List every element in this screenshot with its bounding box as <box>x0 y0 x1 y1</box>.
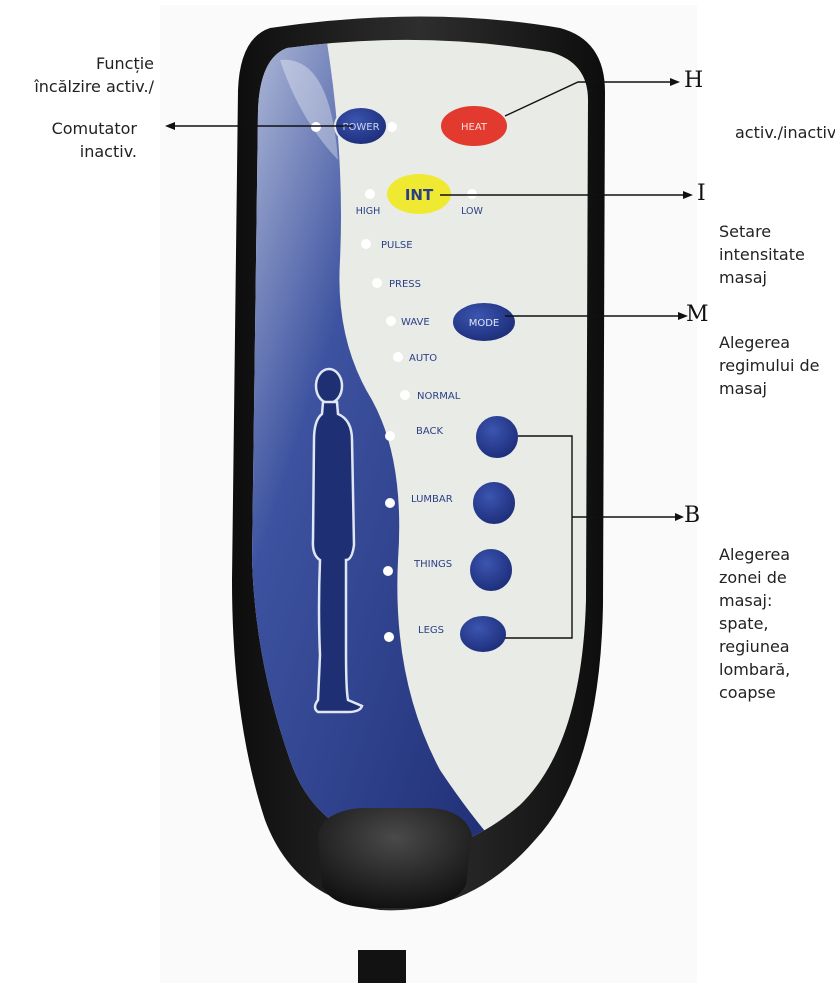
power-button-label: POWER <box>342 122 379 133</box>
intensity-annotation: Setare intensitate masaj <box>719 220 805 289</box>
heat-button-label: HEAT <box>461 122 488 133</box>
intensity-low-label: LOW <box>461 206 483 217</box>
zone-label-back: BACK <box>416 426 444 437</box>
cut-letter-mode: M <box>686 302 709 327</box>
cut-letter-zone: B <box>684 503 700 528</box>
heat-toggle-annotation: activ./inactiv <box>735 121 835 144</box>
heat-function-annotation: Funcție încălzire activ./ <box>0 52 154 98</box>
power-switch-annotation: Comutator inactiv. <box>0 117 137 163</box>
zone-label-things: THINGS <box>413 559 452 570</box>
mode-button-label: MODE <box>469 318 500 329</box>
back-zone-button[interactable] <box>475 415 519 459</box>
cable <box>358 950 406 983</box>
zone-annotation: Alegerea zonei de masaj: spate, regiunea… <box>719 543 790 704</box>
things-zone-button[interactable] <box>469 548 513 592</box>
lumbar-zone-button[interactable] <box>472 481 516 525</box>
int-button-label: INT <box>405 186 434 204</box>
intensity-high-label: HIGH <box>356 206 380 217</box>
control-panel <box>240 30 600 870</box>
cut-letter-heat: H <box>684 68 703 93</box>
mode-annotation: Alegerea regimului de masaj <box>719 331 820 400</box>
mode-label-pulse: PULSE <box>381 240 413 251</box>
zone-label-legs: LEGS <box>418 625 444 636</box>
bottom-knob <box>318 808 472 908</box>
cut-letter-int: I <box>697 181 706 206</box>
mode-label-normal: NORMAL <box>417 391 461 402</box>
zone-label-lumbar: LUMBAR <box>411 494 453 505</box>
mode-label-auto: AUTO <box>409 353 437 364</box>
mode-label-wave: WAVE <box>401 317 430 328</box>
legs-zone-button[interactable] <box>459 615 507 653</box>
mode-label-press: PRESS <box>389 279 421 290</box>
